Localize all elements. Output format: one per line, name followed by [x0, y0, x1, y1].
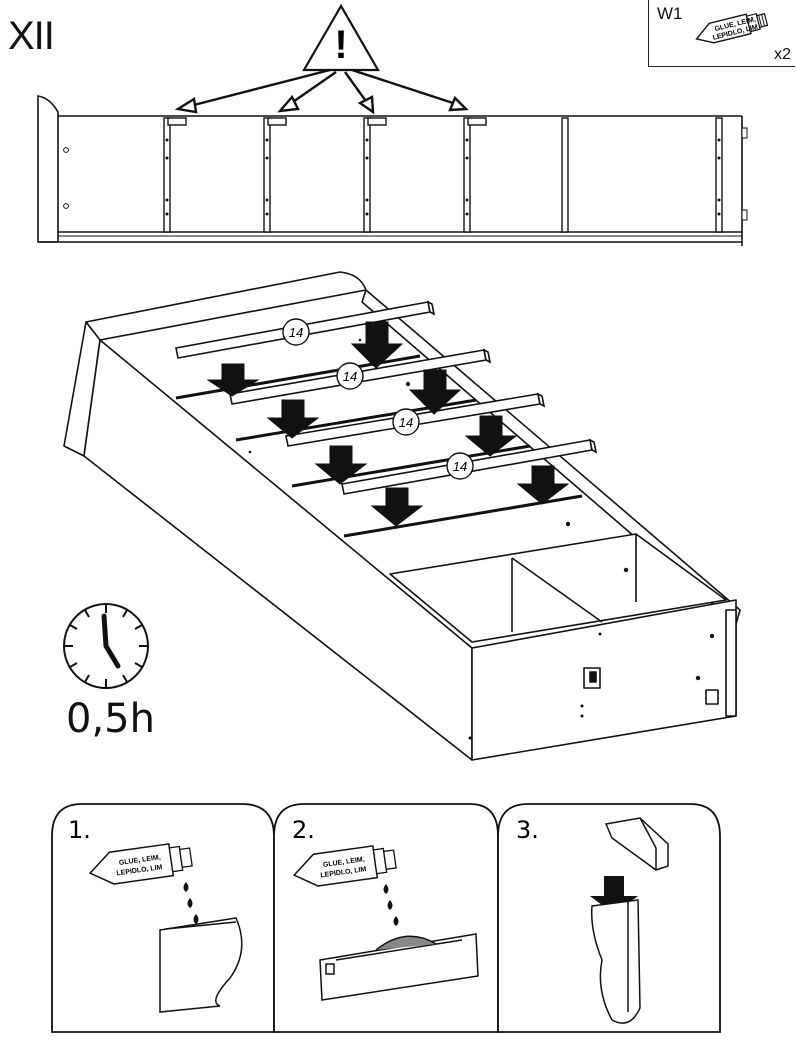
part-id: W1 — [657, 4, 683, 23]
warning-symbol: ! — [334, 23, 347, 67]
side-view-drawing: ! — [37, 3, 748, 246]
warning-icon: ! — [302, 3, 380, 72]
part-number-2: 14 — [343, 369, 357, 384]
time-label: 0,5h — [66, 696, 155, 742]
parts-box: W1 GLUE, LEIM, LEPIDLO, LIM x2 — [648, 0, 795, 67]
glue-tube-icon: GLUE, LEIM, LEPIDLO, LIM — [695, 12, 769, 44]
substep-3-number: 3. — [516, 816, 539, 844]
part-quantity: x2 — [774, 46, 791, 63]
step-label: XII — [8, 14, 55, 58]
slot-drawing — [319, 933, 479, 1001]
part-number-4: 14 — [453, 459, 467, 474]
bed-frame-drawing: 14 14 14 14 — [63, 271, 741, 761]
part-number-circles: 14 14 14 14 — [282, 318, 474, 480]
panel-edge-drawing — [159, 917, 243, 1013]
substep-1-number: 1. — [68, 816, 91, 844]
panel-edge-drawing-3 — [590, 899, 641, 1024]
part-number-3: 14 — [399, 415, 413, 430]
glue-drops — [183, 882, 199, 924]
part-number-1: 14 — [289, 325, 303, 340]
down-arrow-icons — [206, 321, 570, 527]
substeps-panel: 1. GLUE, LEIM, LEPIDLO, LIM 2. GLUE, LEI… — [51, 803, 721, 1033]
glue-tube-icon: GLUE, LEIM, LEPIDLO, LIM — [292, 845, 397, 887]
glue-drops — [383, 884, 399, 926]
substep-2-number: 2. — [292, 816, 315, 844]
slat-end-drawing — [604, 817, 669, 871]
clock-icon — [63, 603, 149, 689]
glue-tube-icon: GLUE, LEIM, LEPIDLO, LIM — [88, 843, 193, 885]
